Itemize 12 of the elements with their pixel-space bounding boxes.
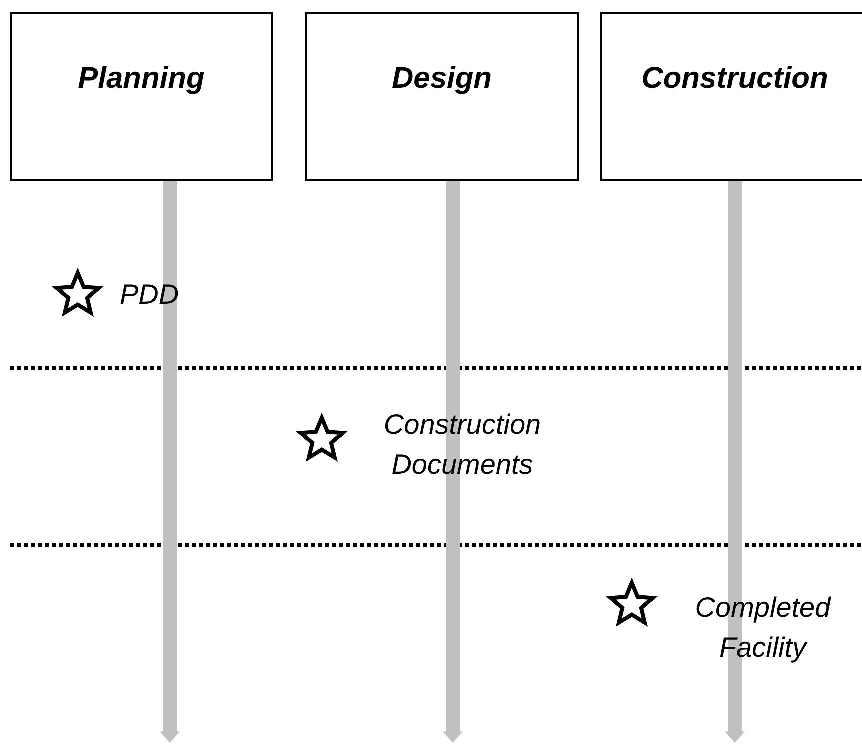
- arrow: [160, 181, 180, 743]
- phase-title: Construction: [640, 62, 830, 96]
- milestone-label: Construction Documents: [382, 408, 542, 482]
- phase-title: Planning: [77, 62, 206, 96]
- arrow: [443, 181, 463, 743]
- phase-box: [10, 12, 273, 181]
- milestone-label: PDD: [120, 278, 180, 312]
- arrow: [725, 181, 745, 743]
- milestone-label: Completed Facility: [694, 591, 832, 665]
- phase-title: Design: [390, 62, 494, 96]
- phase-box: [305, 12, 579, 181]
- phase-box: [600, 12, 862, 181]
